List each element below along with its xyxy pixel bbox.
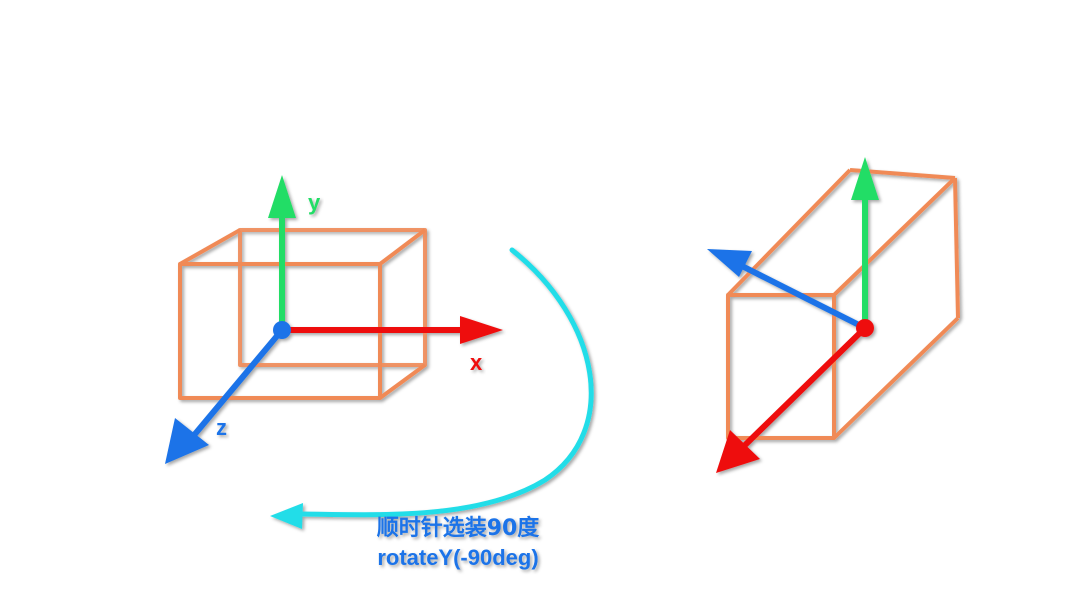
left-z-axis-label: z <box>216 415 227 440</box>
right-diagram <box>707 157 960 473</box>
right-x-axis <box>716 325 868 473</box>
left-x-axis <box>282 316 503 344</box>
left-diagram <box>165 175 503 464</box>
right-y-axis <box>851 157 879 328</box>
rotation-caption-chinese: 顺时针选装90度 <box>377 515 541 541</box>
left-x-axis-label: x <box>470 350 483 375</box>
left-z-axis <box>165 328 285 464</box>
left-origin-dot <box>273 321 291 339</box>
right-box-wireframe <box>726 168 960 440</box>
right-z-axis <box>707 249 867 331</box>
rotation-arc <box>270 247 594 529</box>
right-origin-dot <box>856 319 874 337</box>
left-y-axis-label: y <box>308 190 321 215</box>
left-y-axis <box>268 175 296 330</box>
rotation-caption-code: rotateY(-90deg) <box>377 545 538 570</box>
left-box-wireframe <box>178 228 427 400</box>
